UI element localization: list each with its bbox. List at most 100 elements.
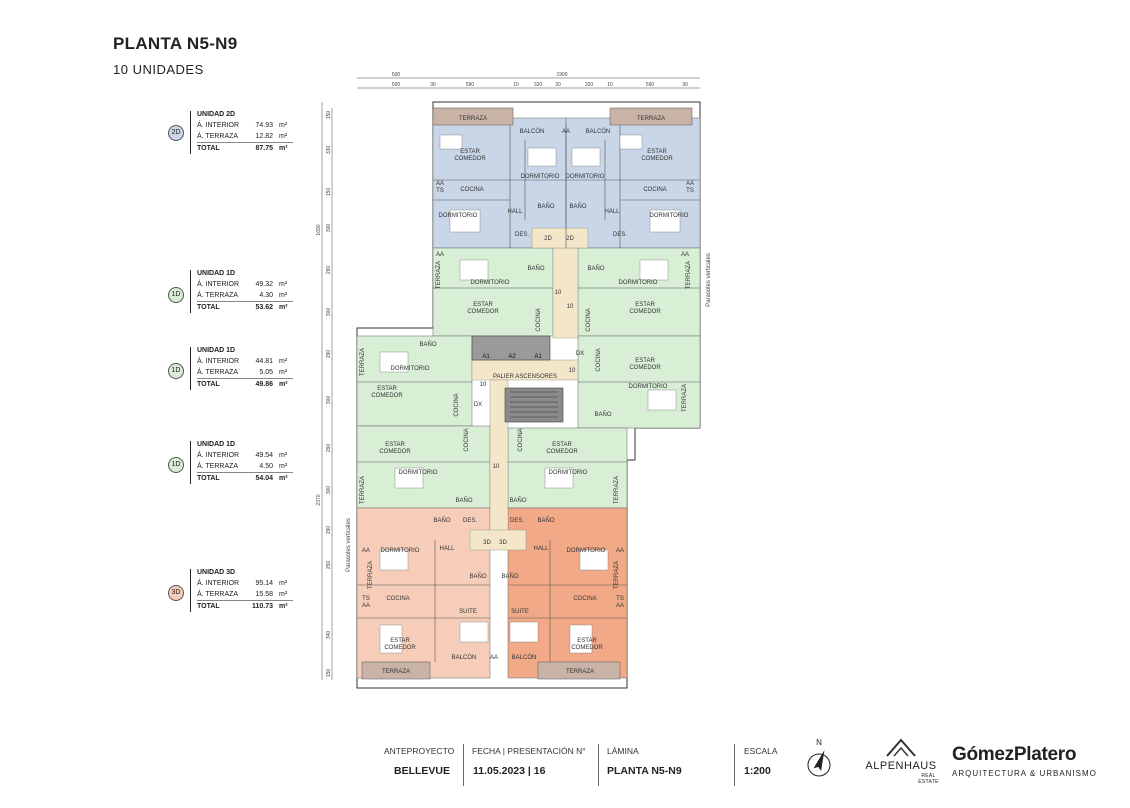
north-arrow-icon: N xyxy=(807,738,831,777)
unit-name: UNIDAD 1D xyxy=(197,441,236,448)
room-label: COMEDOR xyxy=(454,156,486,162)
room-label: DORMITORIO xyxy=(650,213,689,219)
room-label: 10 xyxy=(493,464,500,470)
room-label: DORMITORIO xyxy=(549,470,588,476)
escala-value: 1:200 xyxy=(744,765,771,777)
dim-text: 30 xyxy=(682,82,688,88)
dim-text: 300 xyxy=(326,396,332,405)
unit-tag: 3D xyxy=(483,540,491,546)
room-label: ESTAR xyxy=(473,302,493,308)
dim-text: 500 xyxy=(392,82,401,88)
room-label: BAÑO xyxy=(469,573,486,580)
unit-badge: 1D xyxy=(168,287,184,303)
dim-text: 1900 xyxy=(556,72,567,78)
room-label: DORMITORIO xyxy=(566,174,605,180)
room-label: COCINA xyxy=(518,428,524,451)
room-label: PALIER ASCENSORES xyxy=(493,374,557,380)
room-label: TS xyxy=(362,596,370,602)
room-label: A1 xyxy=(534,354,542,360)
room-label: 10 xyxy=(567,304,574,310)
unit-name: UNIDAD 3D xyxy=(197,569,236,576)
unit-tag: 3D xyxy=(499,540,507,546)
room-label: TS xyxy=(616,596,624,602)
interior-walls xyxy=(357,125,700,662)
room-label: BAÑO xyxy=(433,517,450,524)
room-label: AA xyxy=(681,252,689,258)
terraza-top xyxy=(432,107,693,126)
room-label: ESTAR xyxy=(390,638,410,644)
room-label: SUITE xyxy=(511,609,529,615)
room-label: BAÑO xyxy=(527,265,544,272)
parasoles-label: Parasoles verticales xyxy=(706,253,712,307)
room-label: DES. xyxy=(515,232,529,238)
room-label: HALL xyxy=(507,209,523,215)
room-label: DORMITORIO xyxy=(391,366,430,372)
room-label: HALL xyxy=(604,209,620,215)
unit-name: UNIDAD 1D xyxy=(197,347,236,354)
room-label: DORMITORIO xyxy=(567,548,606,554)
room-label: BAÑO xyxy=(569,203,586,210)
room-label: TERRAZA xyxy=(382,669,410,675)
dim-text: 320 xyxy=(534,82,543,88)
room-label: TERRAZA xyxy=(436,261,442,289)
unit-badge: 1D xyxy=(168,457,184,473)
dim-text: 290 xyxy=(326,266,332,275)
room-label: AA xyxy=(686,181,694,187)
room-label: BAÑO xyxy=(509,497,526,504)
floor-plan: 500 1900 500 30 590 10 320 20 320 10 590… xyxy=(316,72,712,689)
dim-text: 1690 xyxy=(316,224,322,235)
room-label: COCINA xyxy=(386,596,409,602)
dim-text: 300 xyxy=(326,486,332,495)
room-label: ESTAR xyxy=(552,442,572,448)
room-label: COMEDOR xyxy=(379,449,411,455)
footer-divider xyxy=(463,744,464,786)
room-label: TS xyxy=(686,188,694,194)
room-label: BAÑO xyxy=(537,517,554,524)
dimension-left: 1690 2370 150 330 150 300 290 300 290 30… xyxy=(316,102,333,680)
dimension-top: 500 1900 500 30 590 10 320 20 320 10 590… xyxy=(357,72,700,89)
room-label: BAÑO xyxy=(419,341,436,348)
unit-tag: 2D xyxy=(544,236,552,242)
dim-text: 590 xyxy=(466,82,475,88)
room-label: BALCÓN xyxy=(520,128,545,135)
room-labels: TERRAZA TERRAZA BALCÓN AA BALCÓN ESTAR C… xyxy=(360,116,694,675)
room-label: DES. xyxy=(613,232,627,238)
fecha-value: 11.05.2023 | 16 xyxy=(473,765,546,777)
room-label: A2 xyxy=(508,354,516,360)
room-label: COCINA xyxy=(536,308,542,331)
unit-1d-upper xyxy=(432,247,701,337)
room-label: AA xyxy=(490,655,498,661)
dim-text: 30 xyxy=(430,82,436,88)
room-label: COMEDOR xyxy=(629,365,661,371)
room-label: TERRAZA xyxy=(360,476,366,504)
room-label: DORMITORIO xyxy=(381,548,420,554)
gomezplatero-sub: ARQUITECTURA & URBANISMO xyxy=(952,769,1097,778)
room-label: AA xyxy=(436,181,444,187)
room-label: BAÑO xyxy=(587,265,604,272)
unit-badge: 2D xyxy=(168,125,184,141)
room-label: AA xyxy=(616,548,624,554)
room-label: COCINA xyxy=(454,393,460,416)
dim-text: 320 xyxy=(585,82,594,88)
furniture xyxy=(379,134,681,654)
dim-text: 20 xyxy=(555,82,561,88)
room-label: HALL xyxy=(533,546,549,552)
room-label: DORMITORIO xyxy=(439,213,478,219)
room-label: DORMITORIO xyxy=(471,280,510,286)
unit-name: UNIDAD 2D xyxy=(197,111,236,118)
room-label: COCINA xyxy=(460,187,483,193)
room-label: BAÑO xyxy=(594,411,611,418)
